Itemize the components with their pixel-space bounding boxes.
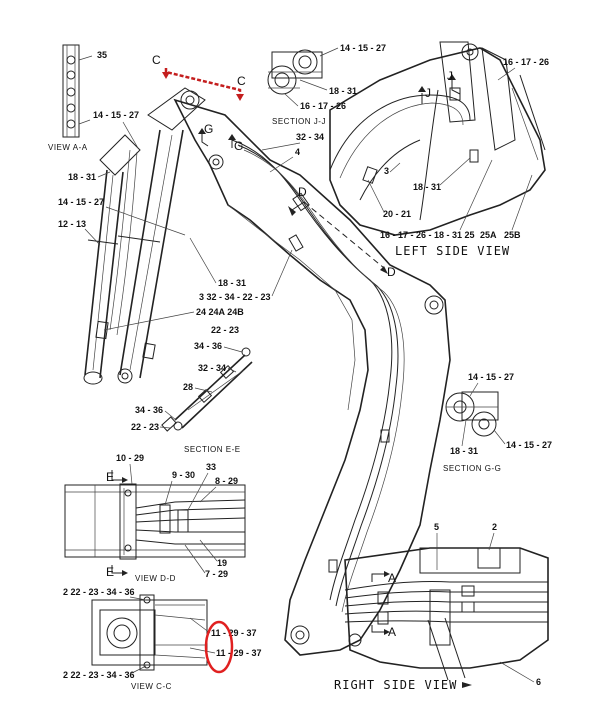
callout-2: 2 bbox=[492, 522, 497, 532]
section-letter-a1: A bbox=[388, 571, 396, 585]
callout-28: 28 bbox=[183, 382, 193, 392]
callout-19: 19 bbox=[217, 558, 227, 568]
section-line-dd bbox=[288, 201, 388, 274]
caption-right-side-view: RIGHT SIDE VIEW bbox=[334, 678, 457, 692]
callout-16-17-26-18-31-25: 16 - 17 - 26 - 18 - 31 25 bbox=[380, 230, 475, 240]
section-letter-j1: J bbox=[425, 86, 431, 100]
callout-34-36-e2: 34 - 36 bbox=[135, 405, 163, 415]
red-highlight-ring bbox=[204, 620, 234, 674]
view-cc-detail bbox=[91, 594, 208, 671]
callout-7-29: 7 - 29 bbox=[205, 569, 228, 579]
section-letter-d2: D bbox=[387, 265, 396, 279]
callout-14-15-27-a: 14 - 15 - 27 bbox=[93, 110, 139, 120]
callout-10-29: 10 - 29 bbox=[116, 453, 144, 463]
callout-35: 35 bbox=[97, 50, 107, 60]
callout-22-23-e2: 22 - 23 bbox=[131, 422, 159, 432]
callout-14-15-27-gg2: 14 - 15 - 27 bbox=[506, 440, 552, 450]
callout-20-21: 20 - 21 bbox=[383, 209, 411, 219]
section-line-aa bbox=[371, 571, 390, 635]
callout-34-36-e1: 34 - 36 bbox=[194, 341, 222, 351]
view-arrow-icon bbox=[462, 682, 472, 688]
caption-view-dd: VIEW D-D bbox=[135, 574, 176, 583]
callout-18-31-mid: 18 - 31 bbox=[218, 278, 246, 288]
callout-18-31-jj: 18 - 31 bbox=[329, 86, 357, 96]
callout-14-15-27-gg1: 14 - 15 - 27 bbox=[468, 372, 514, 382]
callout-32-34-top: 32 - 34 bbox=[296, 132, 324, 142]
callout-2-22-23-34-36-a: 2 22 - 23 - 34 - 36 bbox=[63, 587, 135, 597]
left-side-view-detail bbox=[329, 41, 546, 236]
caption-section-gg: SECTION G-G bbox=[443, 464, 501, 473]
section-letter-c2: C bbox=[237, 74, 246, 88]
section-gg-detail bbox=[445, 391, 499, 437]
callout-9-30: 9 - 30 bbox=[172, 470, 195, 480]
boom-cylinder-assembly bbox=[83, 87, 206, 385]
caption-section-ee: SECTION E-E bbox=[184, 445, 241, 454]
callout-25a: 25A bbox=[480, 230, 497, 240]
callout-25b: 25B bbox=[504, 230, 521, 240]
callout-5: 5 bbox=[434, 522, 439, 532]
section-letter-j2: J bbox=[447, 69, 453, 83]
section-line-jj bbox=[418, 74, 461, 104]
callout-3-32-34-22-23: 3 32 - 34 - 22 - 23 bbox=[199, 292, 271, 302]
callout-8-29: 8 - 29 bbox=[215, 476, 238, 486]
callout-32-34-e: 32 - 34 bbox=[198, 363, 226, 373]
section-letter-e2: E bbox=[106, 565, 114, 579]
section-letter-e1: E bbox=[106, 470, 114, 484]
caption-view-aa: VIEW A-A bbox=[48, 143, 88, 152]
callout-22-23-e: 22 - 23 bbox=[211, 325, 239, 335]
section-jj-detail bbox=[267, 49, 323, 95]
callout-11-29-37-b: 11 - 29 - 37 bbox=[216, 648, 262, 658]
view-aa-detail bbox=[62, 44, 93, 138]
section-line-ee bbox=[111, 470, 128, 576]
section-letter-g1: G bbox=[204, 122, 213, 136]
callout-4: 4 bbox=[295, 147, 300, 157]
callout-2-22-23-34-36-b: 2 22 - 23 - 34 - 36 bbox=[63, 670, 135, 680]
callout-33: 33 bbox=[206, 462, 216, 472]
caption-left-side-view: LEFT SIDE VIEW bbox=[395, 244, 510, 258]
callout-14-15-27-jj: 14 - 15 - 27 bbox=[340, 43, 386, 53]
right-side-view-detail bbox=[344, 547, 549, 681]
callout-24-24a-24b: 24 24A 24B bbox=[196, 307, 244, 317]
callout-14-15-27-b: 14 - 15 - 27 bbox=[58, 197, 104, 207]
section-letter-g2: G bbox=[234, 139, 243, 153]
callout-12-13: 12 - 13 bbox=[58, 219, 86, 229]
section-letter-c1: C bbox=[152, 53, 161, 67]
callout-18-31-a: 18 - 31 bbox=[68, 172, 96, 182]
callout-18-31-left: 18 - 31 bbox=[413, 182, 441, 192]
caption-section-jj: SECTION J-J bbox=[272, 117, 326, 126]
section-line-cc bbox=[162, 68, 244, 101]
view-dd-detail bbox=[64, 483, 246, 560]
section-line-gg bbox=[198, 128, 236, 148]
main-boom bbox=[173, 98, 451, 656]
caption-view-cc: VIEW C-C bbox=[131, 682, 172, 691]
callout-16-17-26-top: 16 - 17 - 26 bbox=[503, 57, 549, 67]
callout-11-29-37-a: 11 - 29 - 37 bbox=[211, 628, 257, 638]
callout-16-17-26-jj: 16 - 17 - 26 bbox=[300, 101, 346, 111]
section-ee-detail bbox=[161, 347, 253, 432]
section-letter-d1: D bbox=[298, 185, 307, 199]
callout-6: 6 bbox=[536, 677, 541, 687]
callout-18-31-gg: 18 - 31 bbox=[450, 446, 478, 456]
callout-3-left: 3 bbox=[384, 166, 389, 176]
section-letter-a2: A bbox=[388, 625, 396, 639]
